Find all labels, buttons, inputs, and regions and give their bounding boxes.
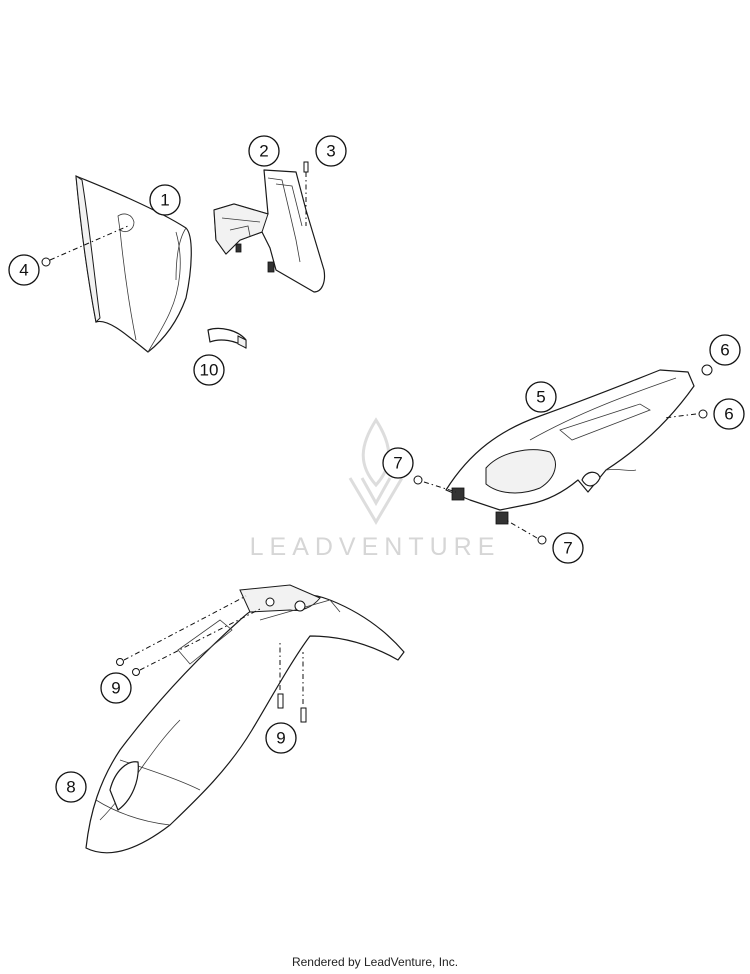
callout-7-right[interactable]: 7 xyxy=(552,532,584,564)
clip[interactable] xyxy=(207,327,247,349)
callout-10[interactable]: 10 xyxy=(193,354,225,386)
callout-1[interactable]: 1 xyxy=(149,184,181,216)
callout-label: 8 xyxy=(66,778,75,797)
number-plate[interactable] xyxy=(75,175,192,353)
callout-label: 6 xyxy=(724,405,733,424)
screw-9-a[interactable] xyxy=(116,658,124,666)
screw-9-d[interactable] xyxy=(300,707,307,723)
callout-label: 1 xyxy=(160,191,169,210)
radiator-shroud[interactable] xyxy=(213,169,326,293)
front-fender[interactable] xyxy=(85,584,405,854)
callout-label: 10 xyxy=(200,361,219,380)
callout-label: 9 xyxy=(111,679,120,698)
screw-7-left[interactable] xyxy=(413,475,423,485)
callout-label: 7 xyxy=(393,454,402,473)
callout-9-right[interactable]: 9 xyxy=(265,722,297,754)
callout-9-left[interactable]: 9 xyxy=(100,672,132,704)
screw-7-right[interactable] xyxy=(537,535,547,545)
watermark: LEADVENTURE xyxy=(250,417,501,561)
leader-lines xyxy=(49,172,697,704)
watermark-text: LEADVENTURE xyxy=(250,533,501,561)
callout-5[interactable]: 5 xyxy=(525,381,557,413)
fasteners xyxy=(41,161,713,723)
callout-label: 3 xyxy=(326,142,335,161)
callout-6-upper[interactable]: 6 xyxy=(709,334,741,366)
screw-4[interactable] xyxy=(41,257,51,267)
screw-9-b[interactable] xyxy=(132,668,140,676)
callout-4[interactable]: 4 xyxy=(8,254,40,286)
rear-fender[interactable] xyxy=(445,369,695,525)
callout-label: 6 xyxy=(720,341,729,360)
callout-3[interactable]: 3 xyxy=(315,135,347,167)
nut-6-upper[interactable] xyxy=(701,364,713,376)
screw-9-c[interactable] xyxy=(277,693,284,709)
callout-label: 9 xyxy=(276,729,285,748)
nut-6-lower[interactable] xyxy=(698,409,708,419)
callout-8[interactable]: 8 xyxy=(55,771,87,803)
callout-2[interactable]: 2 xyxy=(248,135,280,167)
screw-3[interactable] xyxy=(303,161,309,173)
callout-label: 7 xyxy=(563,539,572,558)
footer-credit: Rendered by LeadVenture, Inc. xyxy=(291,955,459,969)
callout-label: 2 xyxy=(259,142,268,161)
callout-6-lower[interactable]: 6 xyxy=(713,398,745,430)
watermark-logo xyxy=(348,417,404,525)
callout-label: 4 xyxy=(19,261,28,280)
callout-label: 5 xyxy=(536,388,545,407)
callout-7-left[interactable]: 7 xyxy=(382,447,414,479)
callouts: 1 2 3 4 5 6 6 7 xyxy=(8,135,745,803)
